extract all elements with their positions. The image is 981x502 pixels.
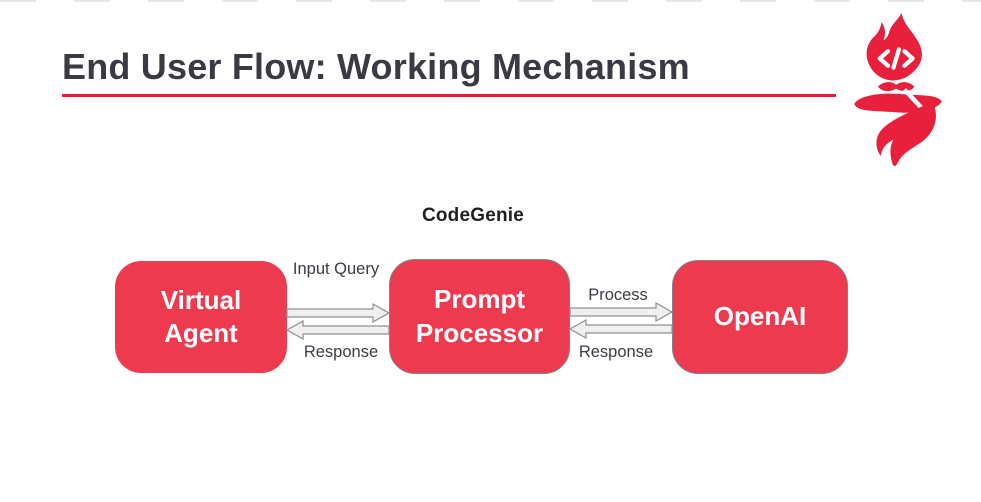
- top-dashed-border: [0, 0, 981, 2]
- left-arrow-icon: [568, 318, 673, 340]
- title-underline: [62, 94, 836, 97]
- diagram-caption: CodeGenie: [421, 205, 525, 226]
- right-arrow-icon: [569, 301, 674, 323]
- torch-flame-icon: [854, 12, 942, 167]
- left-arrow-icon: [285, 319, 390, 341]
- page-title: End User Flow: Working Mechanism: [62, 46, 690, 87]
- node-prompt-processor-label: Prompt Processor: [415, 284, 544, 348]
- flow-label-process: Process: [588, 286, 648, 304]
- right-arrow-icon: [286, 302, 391, 324]
- codegenie-logo: [852, 12, 944, 167]
- flow-label-input-query: Input Query: [292, 260, 380, 278]
- flow-label-response-openai: Response: [578, 343, 654, 361]
- node-virtual-agent-label: Virtual Agent: [160, 284, 242, 348]
- node-virtual-agent: Virtual Agent: [115, 261, 287, 373]
- arrow-pair-processor-openai: [568, 301, 674, 340]
- node-prompt-processor: Prompt Processor: [389, 259, 570, 374]
- flow-label-response-agent: Response: [303, 343, 379, 361]
- arrow-pair-agent-processor: [285, 302, 391, 341]
- node-openai-label: OpenAI: [713, 301, 807, 332]
- node-openai: OpenAI: [672, 260, 848, 374]
